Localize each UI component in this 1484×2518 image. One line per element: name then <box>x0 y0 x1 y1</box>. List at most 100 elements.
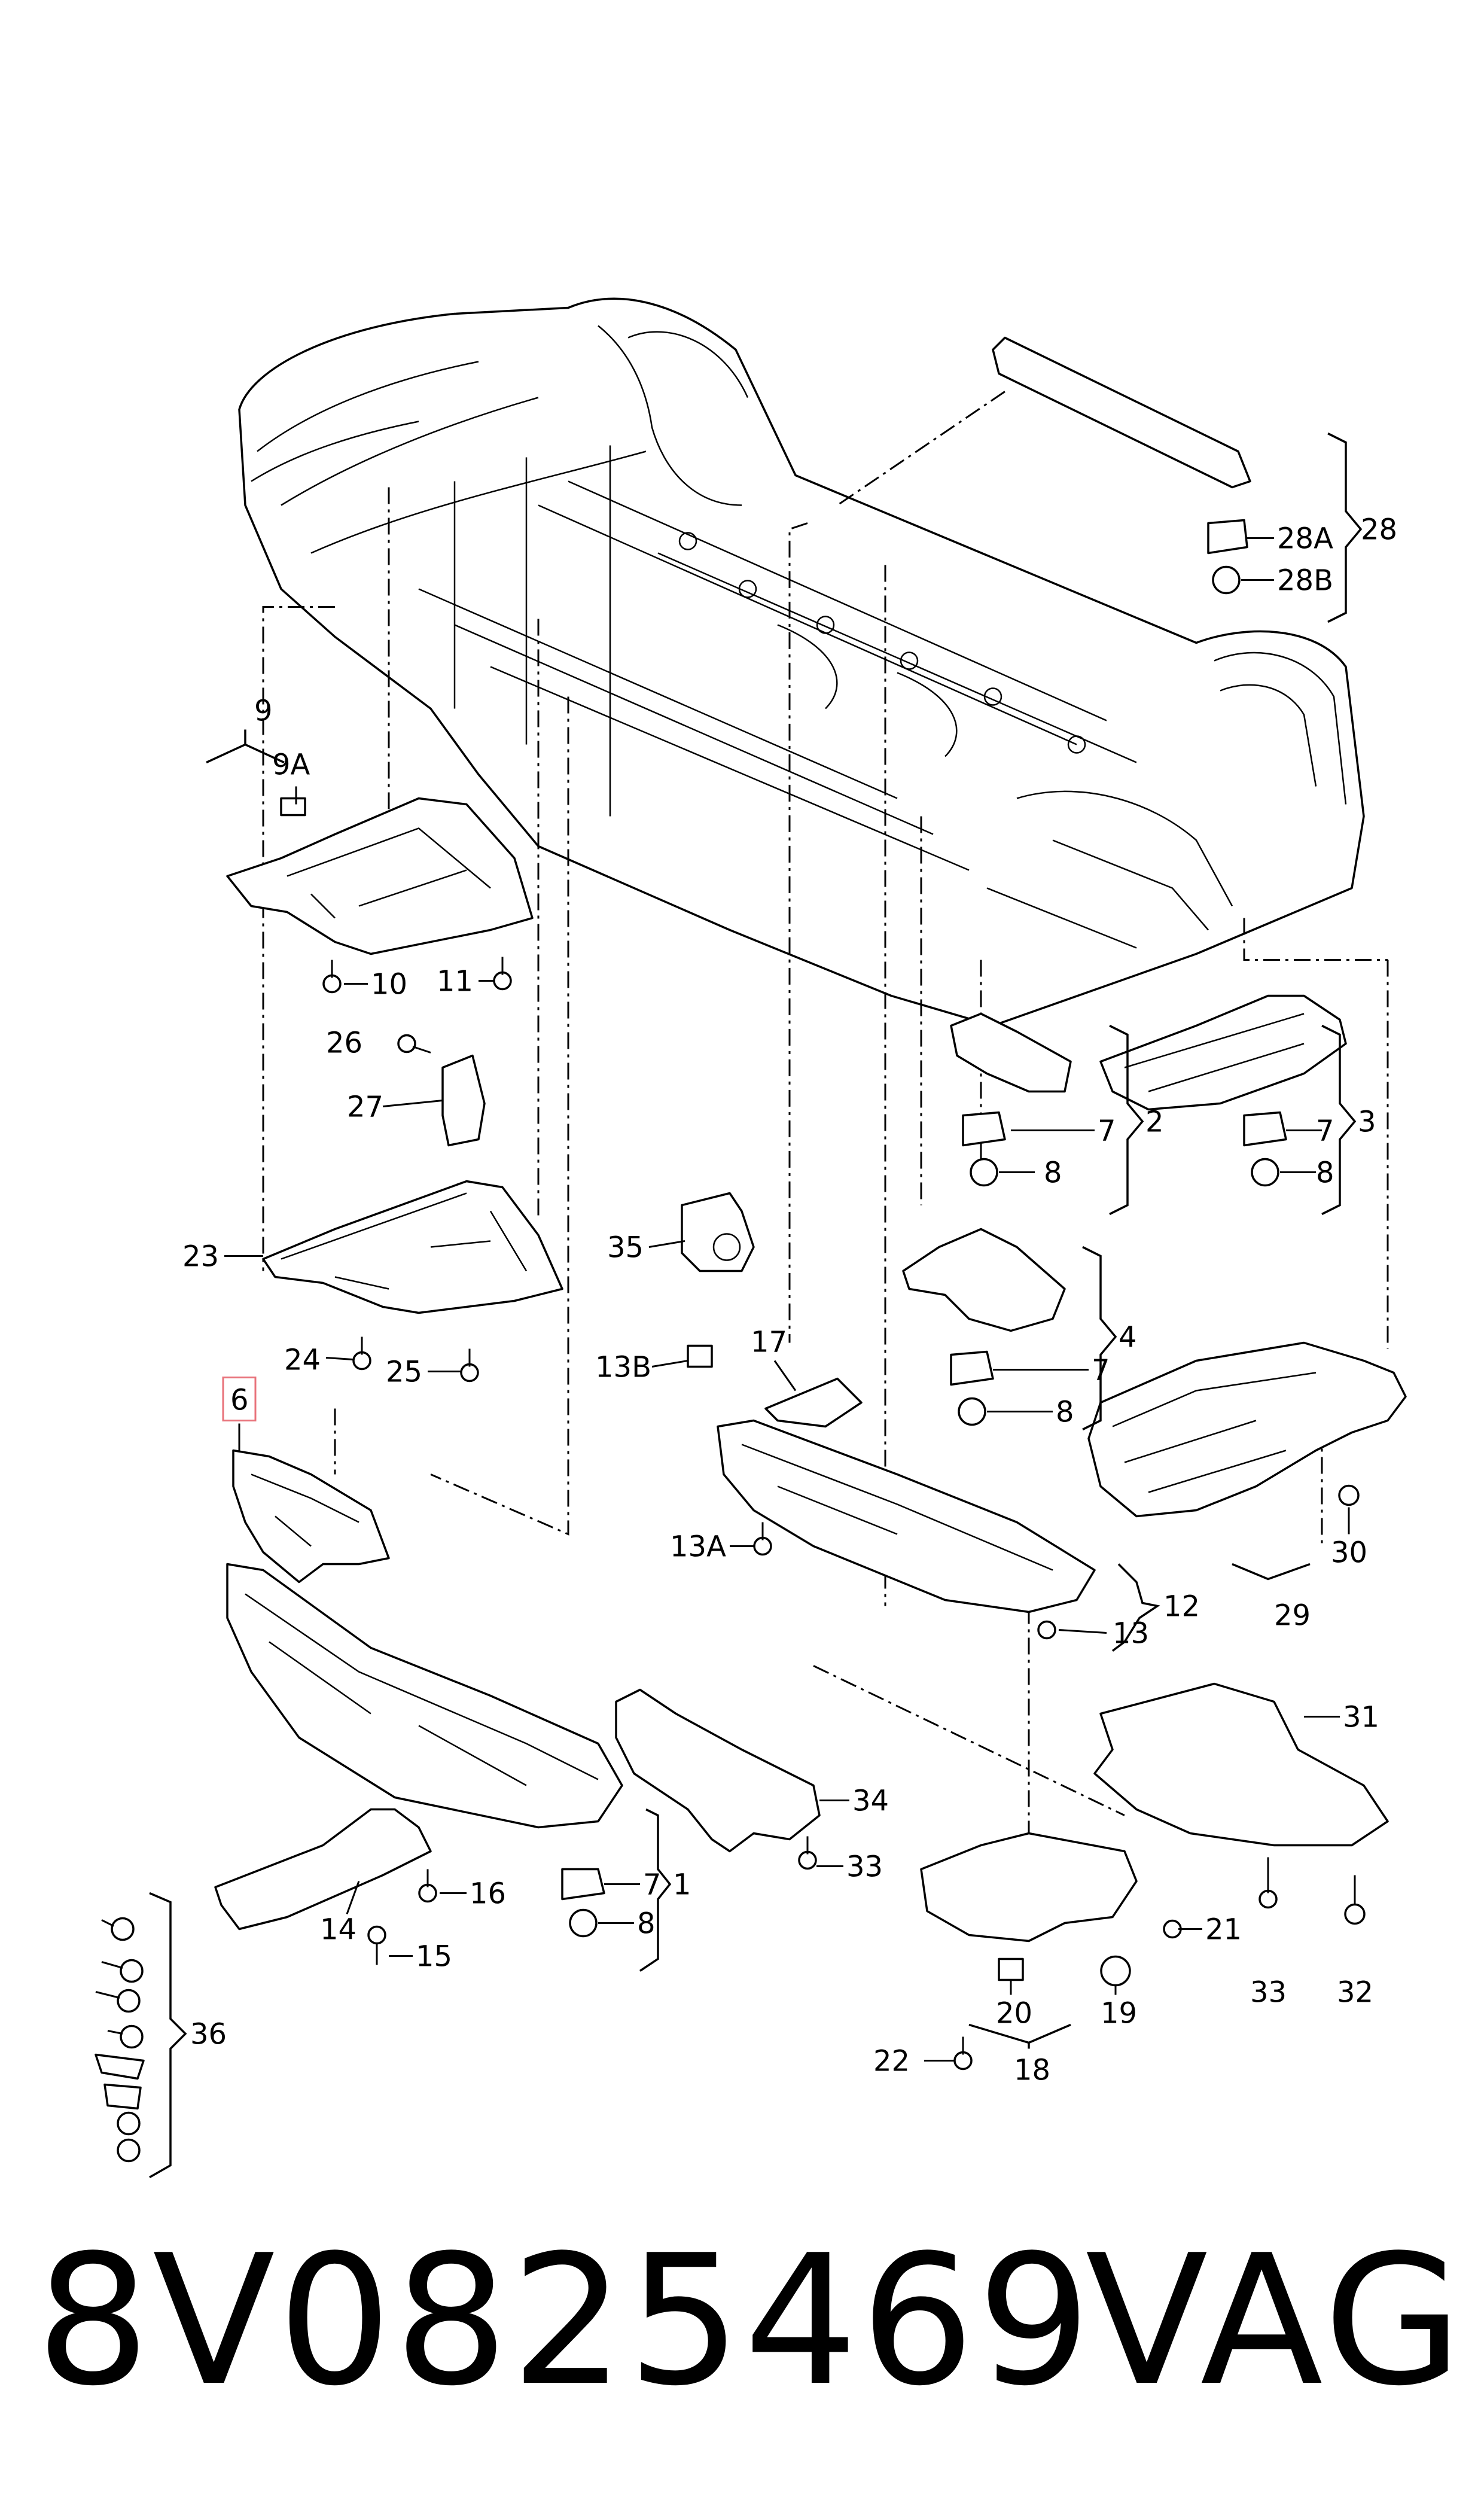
bolt-13A <box>753 1522 772 1556</box>
vehicle-body-underside <box>238 297 1365 1027</box>
clip-20 <box>998 1957 1024 1981</box>
part-29-rear-tray <box>1087 1341 1407 1518</box>
bolt-11 <box>493 957 512 991</box>
clip-7a <box>962 1111 1006 1147</box>
callout-17: 17 <box>751 1326 787 1359</box>
callout-24: 24 <box>284 1344 321 1377</box>
callout-8a: 8 <box>1044 1156 1062 1190</box>
part-1-side-panel <box>226 1563 623 1829</box>
nut-8d <box>569 1908 598 1938</box>
callout-8c: 8 <box>1056 1396 1074 1429</box>
callout-28: 28 <box>1361 513 1397 547</box>
callout-1: 1 <box>673 1868 691 1902</box>
callout-25: 25 <box>386 1356 422 1389</box>
nut-30 <box>1338 1484 1360 1506</box>
callout-13A: 13A <box>670 1530 726 1564</box>
callout-23: 23 <box>182 1240 219 1274</box>
nut-8a <box>970 1158 998 1187</box>
callout-21: 21 <box>1205 1913 1242 1947</box>
callout-7c: 7 <box>1092 1354 1110 1387</box>
clip-7c <box>950 1350 994 1386</box>
part-number: 8V0825469 <box>36 2216 1094 2425</box>
callout-29: 29 <box>1274 1599 1311 1633</box>
callout-18: 18 <box>1014 2054 1050 2087</box>
callout-9A: 9A <box>272 748 310 782</box>
leader-lines <box>224 537 1350 2062</box>
bolt-21 <box>1163 1919 1182 1939</box>
nut-32 <box>1344 1875 1366 1925</box>
callout-20: 20 <box>996 1997 1032 2030</box>
bolt-15 <box>367 1925 386 1965</box>
callout-16: 16 <box>470 1877 506 1911</box>
clip-28A <box>1207 519 1248 555</box>
callout-13B: 13B <box>595 1351 651 1384</box>
clip-13B <box>687 1344 713 1368</box>
callout-15: 15 <box>416 1940 452 1974</box>
brand-name: VAG <box>1085 2216 1466 2425</box>
nut-19 <box>1100 1955 1131 1987</box>
clip-7d <box>561 1868 605 1901</box>
footer: 8V0825469 VAG <box>0 2178 1484 2465</box>
callout-36: 36 <box>190 2018 227 2051</box>
bolt-13 <box>1037 1620 1056 1640</box>
part-28-cross-member <box>992 336 1251 489</box>
callout-6: 6 <box>230 1384 249 1417</box>
callout-14: 14 <box>320 1913 356 1947</box>
callout-19: 19 <box>1101 1997 1137 2030</box>
part-3-panel <box>1099 994 1347 1111</box>
bolt-33a <box>798 1836 817 1870</box>
part-31-panel <box>1093 1682 1389 1847</box>
nut-8b <box>1251 1158 1279 1187</box>
bolt-16 <box>418 1869 437 1903</box>
callout-labels: 9 9A 10 11 26 27 23 24 25 6 35 13B 17 13… <box>182 513 1397 2087</box>
part-35-bracket <box>681 1192 755 1272</box>
callout-3: 3 <box>1358 1106 1376 1139</box>
bracket-27 <box>441 1054 486 1147</box>
callout-7b: 7 <box>1316 1115 1334 1148</box>
callout-11: 11 <box>437 965 473 998</box>
part-18-cover <box>920 1832 1138 1942</box>
callout-35: 35 <box>607 1231 644 1265</box>
callout-2: 2 <box>1145 1106 1164 1139</box>
callout-8d: 8 <box>637 1907 656 1941</box>
part-17-bracket <box>764 1377 863 1428</box>
callout-6-highlight-box <box>222 1377 257 1421</box>
callout-4: 4 <box>1119 1321 1137 1354</box>
part-14-cover <box>214 1808 432 1931</box>
callout-30: 30 <box>1331 1536 1367 1570</box>
callout-31: 31 <box>1343 1701 1379 1734</box>
callout-7a: 7 <box>1098 1115 1116 1148</box>
callout-9: 9 <box>254 695 273 728</box>
callout-8b: 8 <box>1316 1156 1334 1190</box>
callout-28A: 28A <box>1277 522 1333 556</box>
nut-28B <box>1212 565 1241 595</box>
part-34-channel <box>615 1688 821 1853</box>
callout-32: 32 <box>1337 1976 1373 2009</box>
part-12-tunnel-panel <box>717 1419 1096 1613</box>
callout-12: 12 <box>1163 1590 1200 1624</box>
callout-26: 26 <box>326 1027 362 1060</box>
part-4-bracket <box>902 1228 1066 1332</box>
bolt-25 <box>460 1348 479 1383</box>
callout-34: 34 <box>852 1785 889 1818</box>
fastener-set-36 <box>95 1917 145 2163</box>
part-2-bracket <box>950 1012 1072 1093</box>
callout-33a: 33 <box>846 1850 883 1884</box>
callout-33b: 33 <box>1250 1976 1287 2009</box>
bolt-22 <box>953 2036 973 2071</box>
braces <box>149 432 1363 2179</box>
callout-22: 22 <box>873 2045 910 2078</box>
clip-7b <box>1243 1111 1287 1147</box>
bolt-24 <box>352 1336 371 1371</box>
callout-13: 13 <box>1113 1617 1149 1651</box>
part-9-underbody-tray <box>226 797 534 955</box>
callout-7d: 7 <box>643 1868 662 1902</box>
assembly-lines <box>262 391 1389 1864</box>
callout-10: 10 <box>371 968 407 1001</box>
nut-8c <box>958 1397 986 1426</box>
bolt-26 <box>397 1034 431 1054</box>
callout-27: 27 <box>347 1091 383 1124</box>
callout-28B: 28B <box>1277 564 1333 598</box>
part-23-engine-undertray <box>262 1180 563 1314</box>
